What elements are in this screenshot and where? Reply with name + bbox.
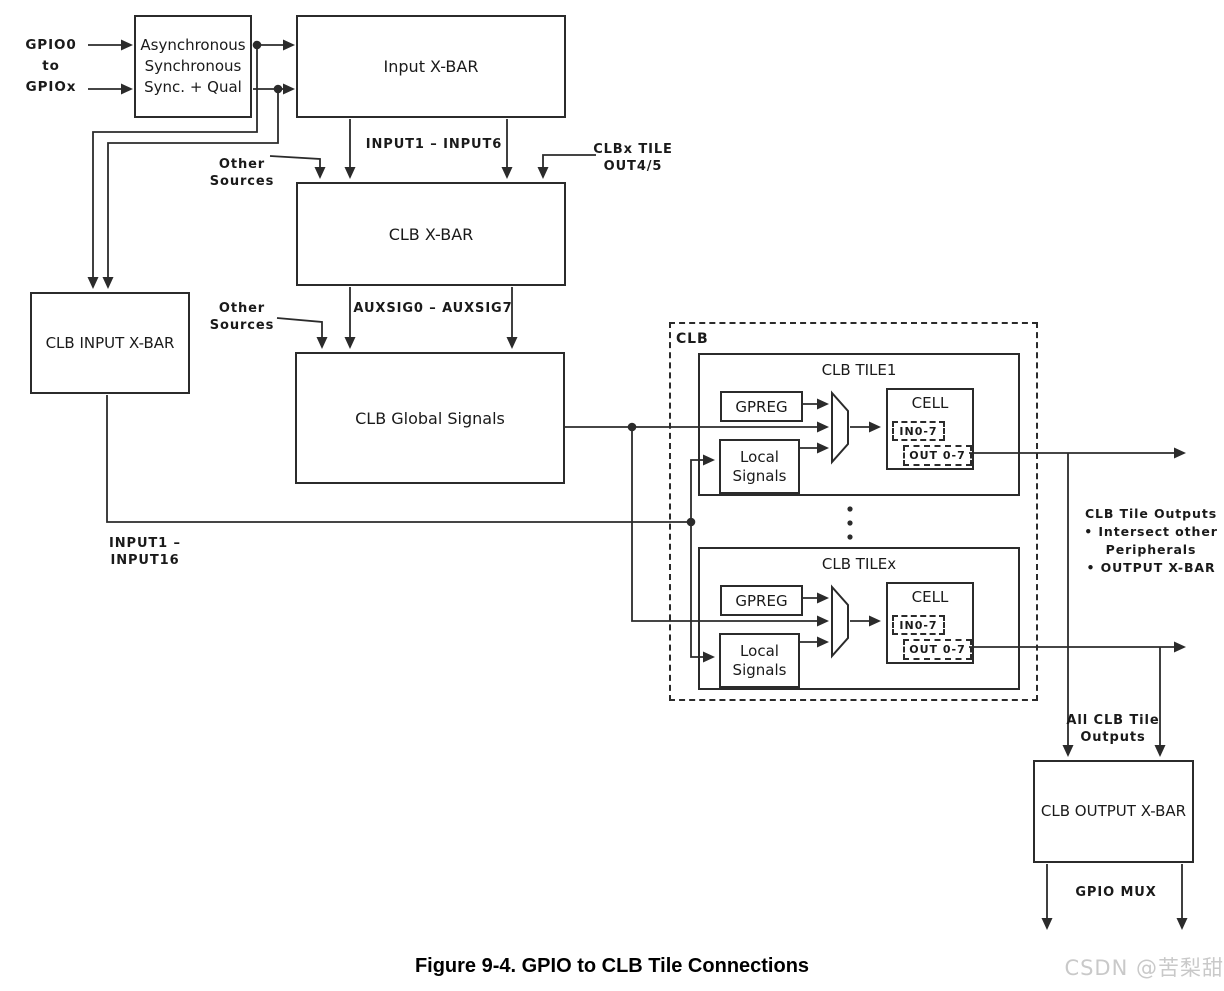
all-clb-tile-outputs-label: All CLB Tile Outputs	[1066, 713, 1160, 745]
clb-container-label: CLB	[676, 331, 709, 347]
tilex-cell-out0-7: OUT 0-7	[903, 639, 972, 660]
tile1-local-signals-box: Local Signals	[719, 439, 800, 494]
figure-caption: Figure 9-4. GPIO to CLB Tile Connections	[414, 955, 810, 977]
tile1-gpreg-box: GPREG	[720, 391, 803, 422]
tilex-cell-title: CELL	[911, 588, 949, 606]
other-sources-label-top: Other Sources	[209, 157, 275, 189]
tilex-local-signals-box: Local Signals	[719, 633, 800, 688]
wire-othersources2-to-global	[276, 317, 328, 349]
tile1-cell-out0-7: OUT 0-7	[903, 445, 972, 466]
input-xbar-box: Input X-BAR	[296, 15, 566, 118]
tilex-cell-box: CELL IN0-7 OUT 0-7	[886, 582, 974, 664]
tile1-cell-box: CELL IN0-7 OUT 0-7	[886, 388, 974, 470]
wire-othersources1-to-clbxbar	[269, 155, 326, 179]
clbx-tile-out45-label: CLBx TILE OUT4/5	[593, 142, 673, 174]
clb-tile-outputs-label: CLB Tile Outputs • Intersect other Perip…	[1084, 506, 1218, 575]
junction-dot	[627, 422, 637, 432]
tile1-cell-in0-7: IN0-7	[892, 421, 945, 441]
gpio-range-label: GPIO0 to GPIOx	[25, 37, 77, 95]
auxsig-label: AUXSIG0 – AUXSIG7	[353, 301, 513, 316]
tile1-cell-title: CELL	[911, 394, 949, 412]
junction-dot	[252, 40, 262, 50]
gpio-mux-label: GPIO MUX	[1075, 885, 1157, 900]
clb-xbar-box: CLB X-BAR	[296, 182, 566, 286]
clb-tilex: CLB TILEx GPREG Local Signals CELL IN0-7…	[698, 547, 1020, 690]
tilex-gpreg-box: GPREG	[720, 585, 803, 616]
async-sync-qual-box: Asynchronous Synchronous Sync. + Qual	[134, 15, 252, 118]
clb-tilex-title: CLB TILEx	[821, 555, 897, 573]
junction-dot	[273, 84, 283, 94]
csdn-watermark: CSDN @苦梨甜	[1064, 956, 1224, 980]
tilex-cell-in0-7: IN0-7	[892, 615, 945, 635]
input1-input6-label: INPUT1 – INPUT6	[365, 137, 503, 152]
clb-global-signals-box: CLB Global Signals	[295, 352, 565, 484]
clb-output-xbar-box: CLB OUTPUT X-BAR	[1033, 760, 1194, 863]
clb-tile1-title: CLB TILE1	[821, 361, 897, 379]
other-sources-label-bottom: Other Sources	[209, 301, 275, 333]
clb-input-xbar-box: CLB INPUT X-BAR	[30, 292, 190, 394]
input1-input16-label: INPUT1 – INPUT16	[109, 536, 181, 568]
clb-tile1: CLB TILE1 GPREG Local Signals CELL IN0-7…	[698, 353, 1020, 496]
